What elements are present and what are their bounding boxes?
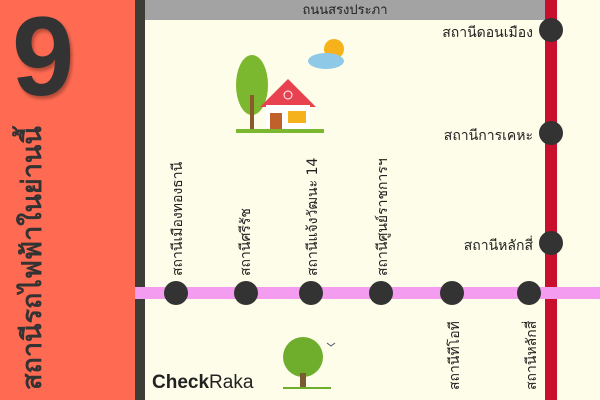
house-icon bbox=[236, 39, 344, 133]
station-label: สถานีศรีรัช bbox=[238, 208, 254, 276]
road-label: ถนนสรงประภา bbox=[145, 0, 545, 20]
brand-logo: CheckRaka bbox=[152, 372, 253, 394]
brand-part1: Check bbox=[152, 372, 210, 393]
station-dot[interactable] bbox=[234, 281, 258, 305]
station-dot[interactable] bbox=[299, 281, 323, 305]
red-line bbox=[545, 0, 557, 400]
station-dot[interactable] bbox=[539, 121, 563, 145]
station-label: สถานีศูนย์ราชการฯ bbox=[375, 158, 391, 276]
divider bbox=[135, 0, 145, 400]
station-dot[interactable] bbox=[440, 281, 464, 305]
badge-number: 9 bbox=[12, 0, 75, 119]
station-label: สถานีหลักสี่ bbox=[463, 238, 533, 254]
page-title: สถานีรถไฟฟ้าในย่านนี้ bbox=[17, 126, 48, 390]
title-panel bbox=[0, 0, 135, 400]
station-label: สถานีแจ้งวัฒนะ 14 bbox=[305, 157, 321, 276]
station-label: สถานีดอนเมือง bbox=[442, 25, 533, 41]
station-dot[interactable] bbox=[517, 281, 541, 305]
station-dot[interactable] bbox=[539, 18, 563, 42]
brand-part2: Raka bbox=[209, 372, 254, 393]
station-dot[interactable] bbox=[164, 281, 188, 305]
station-label: สถานีหลักสี่ bbox=[524, 320, 540, 390]
tree-icon bbox=[283, 337, 336, 389]
station-label: สถานีการเคหะ bbox=[443, 128, 533, 144]
station-label: สถานีเมืองทองธานี bbox=[170, 161, 186, 276]
station-dot[interactable] bbox=[369, 281, 393, 305]
station-label: สถานีทีโอที bbox=[447, 321, 463, 390]
station-dot[interactable] bbox=[539, 231, 563, 255]
